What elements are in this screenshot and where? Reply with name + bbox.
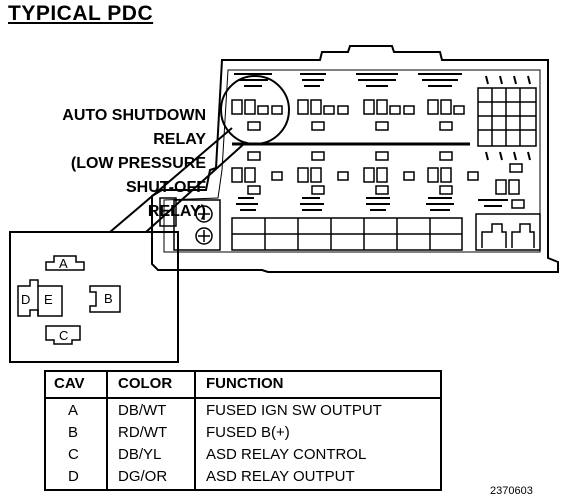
row-color: DB/WT	[118, 402, 167, 419]
table-header: CAV COLOR FUNCTION	[46, 372, 440, 399]
row-cav: A	[68, 402, 79, 419]
row-cav: D	[68, 468, 79, 485]
header-function: FUNCTION	[206, 375, 284, 392]
relay-label-marks	[234, 73, 531, 211]
pdc-housing	[151, 45, 559, 273]
fuse-block	[477, 87, 537, 147]
pdc-diagram: A B C D E	[9, 45, 559, 363]
row-color: DB/YL	[118, 446, 162, 463]
header-color: COLOR	[118, 375, 173, 392]
cavity-label-c: C	[59, 328, 68, 343]
asd-relay-callout: AUTO SHUTDOWN RELAY (LOW PRESSURE SHUT-O…	[10, 104, 206, 224]
column-divider	[106, 372, 108, 489]
asd-connector-housing	[159, 197, 221, 251]
cavity-table: CAV COLOR FUNCTION A DB/WT FUSED IGN SW …	[44, 370, 442, 491]
cavity-label-a: A	[59, 256, 68, 271]
figure-number: 2370603	[490, 485, 533, 497]
cavity-label-d: D	[21, 292, 30, 307]
fuse-strip	[231, 217, 463, 251]
row-cav: B	[68, 424, 79, 441]
row-color: DG/OR	[118, 468, 168, 485]
cavity-label-e: E	[44, 292, 53, 307]
cavity-label-b: B	[104, 291, 113, 306]
row-function: ASD RELAY OUTPUT	[206, 468, 355, 485]
row-function: FUSED B(+)	[206, 424, 290, 441]
page-title: TYPICAL PDC	[8, 2, 154, 25]
callout-line: (LOW PRESSURE	[70, 155, 206, 172]
relay-row-bottom	[231, 151, 525, 209]
callout-line: SHUT-OFF	[126, 179, 206, 196]
callout-line: AUTO SHUTDOWN	[62, 107, 206, 124]
relay-row-top	[231, 99, 465, 131]
callout-line: RELAY)	[147, 203, 206, 220]
row-cav: C	[68, 446, 79, 463]
header-cav: CAV	[54, 375, 85, 392]
row-color: RD/WT	[118, 424, 168, 441]
connector-detail	[9, 231, 179, 363]
callout-line: RELAY	[153, 131, 206, 148]
starter-relay-socket	[475, 213, 541, 251]
row-function: ASD RELAY CONTROL	[206, 446, 367, 463]
row-function: FUSED IGN SW OUTPUT	[206, 402, 382, 419]
callout-leader	[109, 75, 290, 233]
column-divider	[194, 372, 196, 489]
